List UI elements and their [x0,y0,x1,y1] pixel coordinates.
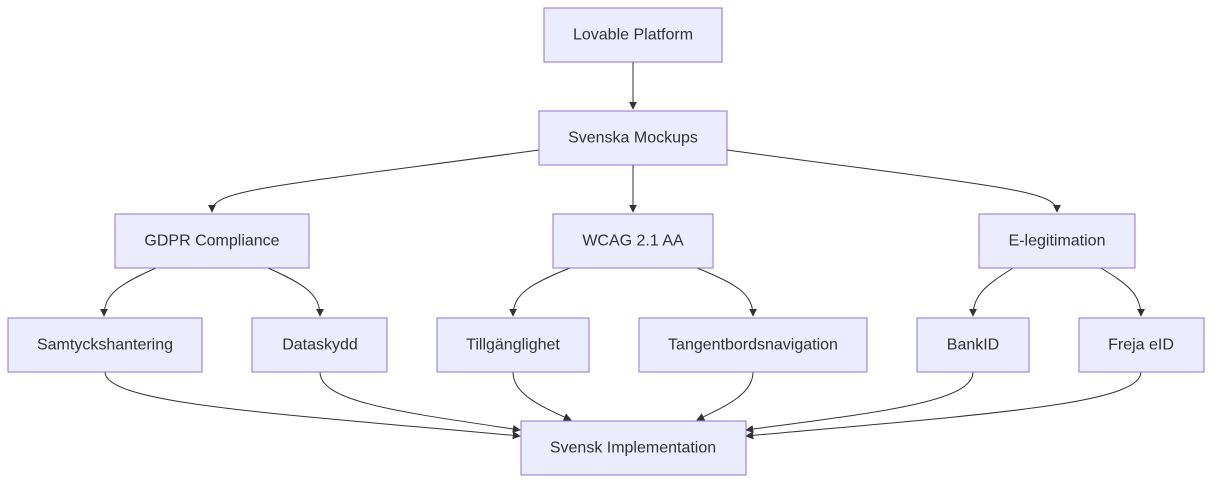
node-samtyckshantering: Samtyckshantering [7,317,203,373]
edge-mockups-to-elegit [726,149,1061,213]
edge-elegit-to-freja [1100,267,1145,317]
edge-samtycke-to-impl [104,371,521,440]
edge-wcag-to-tillganglighet [509,267,571,317]
edges [100,62,1145,440]
edge-wcag-to-tangentbord [696,267,757,317]
edge-tangentbord-to-impl [696,371,754,421]
node-dataskydd: Dataskydd [251,317,388,373]
edge-elegit-to-bankid [969,267,1014,317]
node-bankid: BankID [916,317,1030,373]
node-tangentbordsnavigation: Tangentbordsnavigation [638,317,868,373]
node-wcag: WCAG 2.1 AA [552,213,714,269]
edge-freja-to-impl [745,371,1142,440]
edge-dataskydd-to-impl [319,371,521,433]
node-label: E-legitimation [1009,233,1106,250]
node-lovable-platform: Lovable Platform [543,7,723,63]
edge-gdpr-to-dataskydd [267,267,324,317]
node-label: GDPR Compliance [144,233,279,250]
edge-tillganglighet-to-impl [512,371,572,421]
node-label: BankID [947,337,999,354]
node-label: Samtyckshantering [37,337,173,354]
edge-gdpr-to-samtycke [100,267,157,317]
node-label: Lovable Platform [573,27,693,44]
edge-mockups-to-gdpr [208,149,540,213]
node-svensk-implementation: Svensk Implementation [520,420,747,476]
node-label: Svensk Implementation [550,440,716,457]
node-label: Tillgänglighet [466,337,560,354]
nodes: Lovable Platform Svenska Mockups GDPR Co… [7,7,1205,476]
node-label: Dataskydd [282,337,358,354]
node-freja-eid: Freja eID [1078,317,1205,373]
node-label: Svenska Mockups [568,130,698,147]
node-label: WCAG 2.1 AA [582,233,684,250]
node-label: Tangentbordsnavigation [668,337,838,354]
node-e-legitimation: E-legitimation [978,213,1136,269]
node-svenska-mockups: Svenska Mockups [538,110,728,166]
node-label: Freja eID [1108,337,1174,354]
node-tillganglighet: Tillgänglighet [436,317,590,373]
edge-bankid-to-impl [745,371,974,434]
node-gdpr-compliance: GDPR Compliance [114,213,310,269]
